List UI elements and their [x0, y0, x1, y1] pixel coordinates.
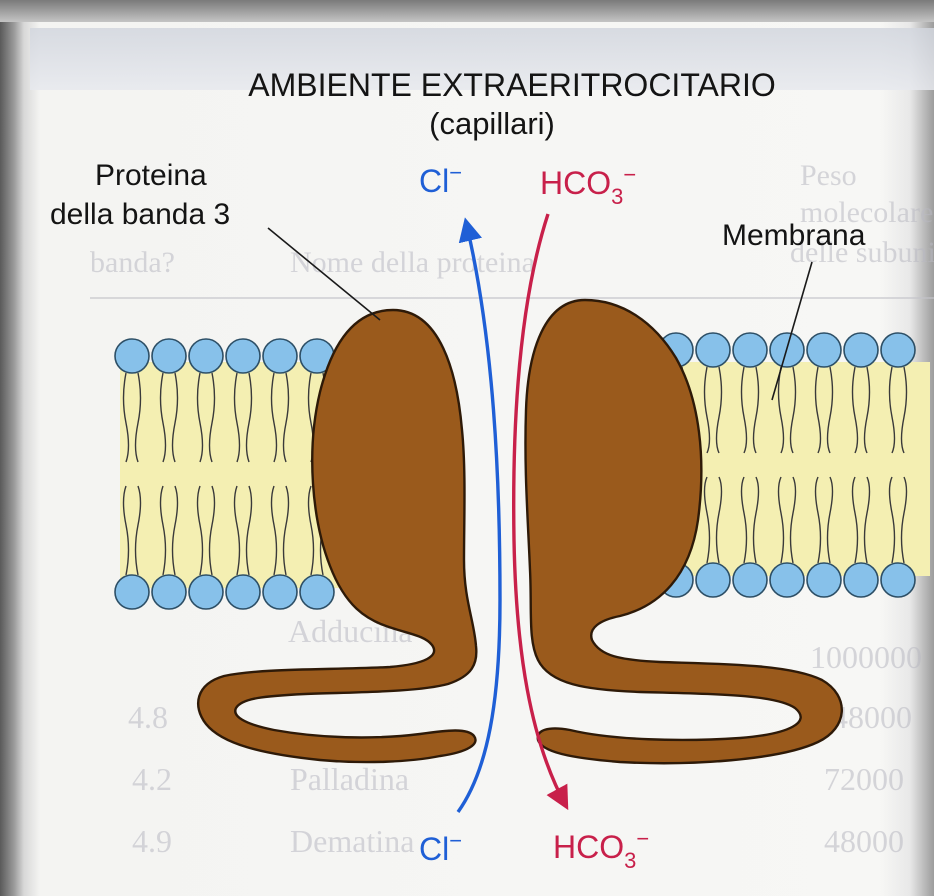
phospholipid-head	[696, 333, 730, 367]
ion-label-chloride-top: Cl−	[419, 160, 462, 199]
bg-band-49: 4.9	[132, 823, 172, 859]
bg-band-48: 4.8	[128, 699, 168, 735]
phospholipid-head	[115, 575, 149, 609]
phospholipid-head	[733, 563, 767, 597]
phospholipid-head	[152, 339, 186, 373]
phospholipid-head	[696, 563, 730, 597]
phospholipid-head	[807, 333, 841, 367]
ion-label-bicarbonate-top: HCO3−	[540, 162, 636, 209]
phospholipid-head	[844, 563, 878, 597]
protein-label-line1: Proteina	[95, 159, 207, 192]
phospholipid-head	[300, 575, 334, 609]
ion-label-bicarbonate-bottom: HCO3−	[553, 826, 649, 873]
bg-peso: Peso	[800, 159, 857, 192]
bg-dematina: Dematina	[290, 823, 414, 859]
phospholipid-head	[189, 339, 223, 373]
protein-label-line2: della banda 3	[50, 198, 230, 231]
bg-num-2: 48000	[832, 699, 912, 735]
bg-band-42: 4.2	[132, 761, 172, 797]
phospholipid-head	[770, 563, 804, 597]
phospholipid-head	[152, 575, 186, 609]
lipid-bilayer	[115, 333, 930, 609]
phospholipid-head	[189, 575, 223, 609]
phospholipid-head	[226, 339, 260, 373]
phospholipid-head	[881, 333, 915, 367]
diagram-subtitle: (capillari)	[429, 106, 555, 141]
phospholipid-head	[263, 575, 297, 609]
phospholipid-head	[733, 333, 767, 367]
bg-palladina: Palladina	[290, 761, 409, 797]
bg-num-3: 72000	[824, 761, 904, 797]
phospholipid-head	[881, 563, 915, 597]
phospholipid-head	[115, 339, 149, 373]
bg-num-4: 48000	[824, 823, 904, 859]
bg-banda: banda?	[90, 246, 175, 279]
phospholipid-head	[807, 563, 841, 597]
membrane-label: Membrana	[722, 219, 866, 252]
diagram-title: AMBIENTE EXTRAERITROCITARIO	[248, 67, 775, 103]
phospholipid-head	[844, 333, 878, 367]
bg-num-1: 1000000	[810, 639, 922, 675]
ion-label-chloride-bottom: Cl−	[419, 828, 462, 867]
phospholipid-head	[263, 339, 297, 373]
phospholipid-head	[226, 575, 260, 609]
bg-nome: Nome della proteina	[290, 246, 535, 279]
